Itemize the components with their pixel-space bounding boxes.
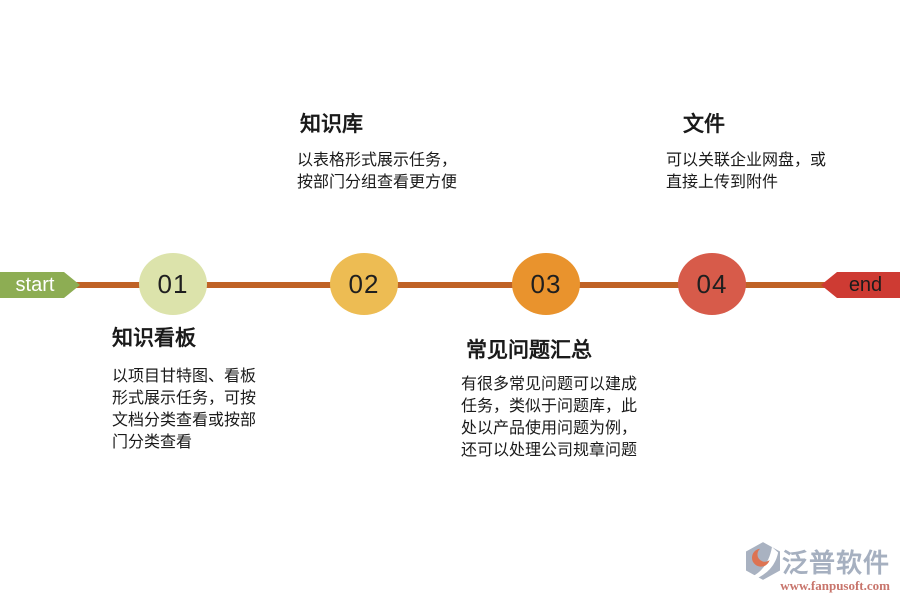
timeline-line: [50, 282, 850, 288]
step-title-01: 知识看板: [112, 327, 196, 350]
step-description-03: 有很多常见问题可以建成任务，类似于问题库，此处以产品使用问题为例，还可以处理公司…: [461, 376, 638, 459]
brand-name: 泛普软件: [781, 547, 890, 578]
step-circle-01: 01: [139, 253, 207, 315]
end-label: end: [848, 273, 883, 296]
step-description-04: 可以关联企业网盘，或直接上传到附件: [666, 152, 827, 191]
step-title-04: 文件: [683, 113, 725, 136]
end-flag: end: [821, 272, 900, 298]
step-number-03: 03: [530, 268, 562, 299]
step-description-01: 以项目甘特图、看板形式展示任务，可按文档分类查看或按部门分类查看: [112, 368, 257, 451]
step-number-04: 04: [696, 268, 728, 299]
step-circle-02: 02: [330, 253, 398, 315]
step-title-03: 常见问题汇总: [466, 339, 592, 362]
fanpu-logo-icon: [745, 542, 780, 580]
step-title-02: 知识库: [300, 113, 363, 136]
brand-watermark: 泛普软件 www.fanpusoft.com: [745, 542, 890, 594]
step-circle-03: 03: [512, 253, 580, 315]
step-description-02: 以表格形式展示任务，按部门分组查看更方便: [297, 152, 458, 191]
step-number-02: 02: [348, 268, 380, 299]
start-label: start: [15, 273, 55, 296]
brand-url: www.fanpusoft.com: [780, 578, 890, 593]
step-circle-04: 04: [678, 253, 746, 315]
step-number-01: 01: [157, 268, 189, 299]
start-flag: start: [0, 272, 80, 298]
